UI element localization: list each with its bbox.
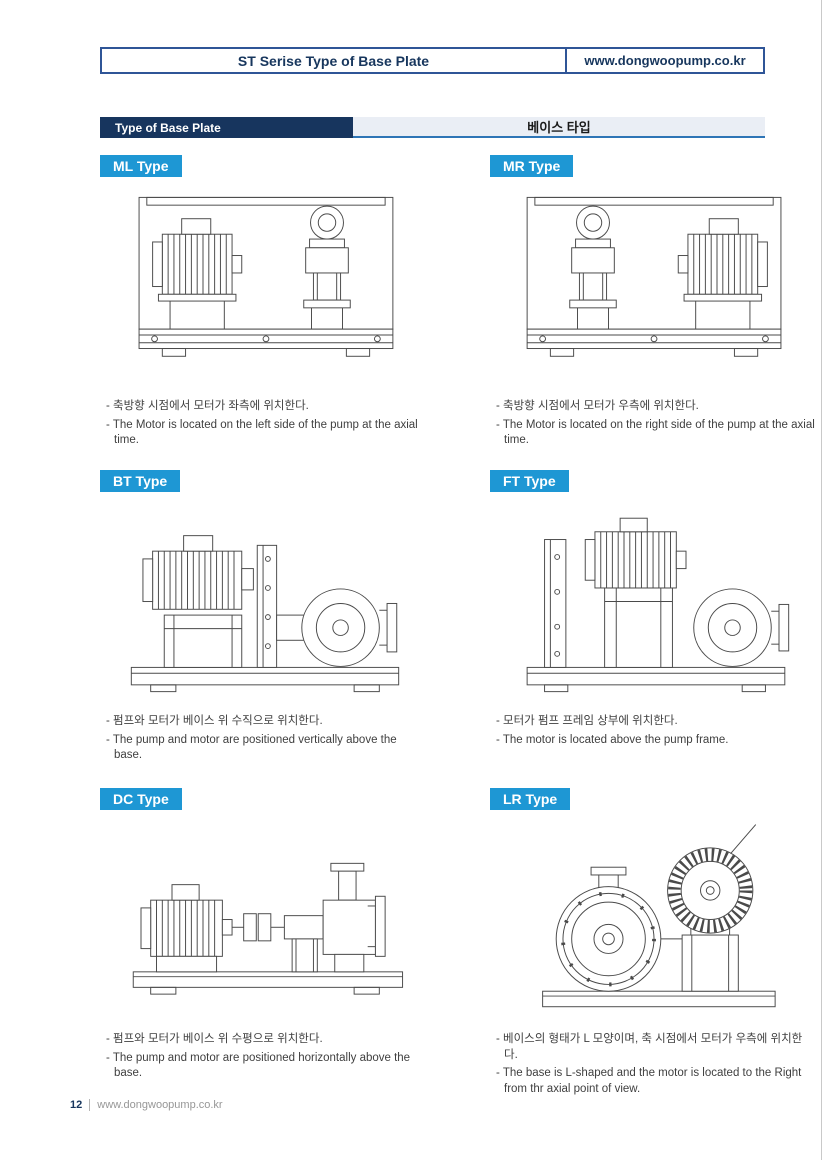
ft-pump-drawing-svg	[526, 517, 790, 692]
mr-descriptions: - 축방향 시점에서 모터가 우측에 위치한다. - The Motor is …	[490, 399, 815, 449]
lr-type-drawing	[490, 814, 820, 1026]
footer-website-link[interactable]: www.dongwoopump.co.kr	[97, 1099, 223, 1111]
dc-desc-en: - The pump and motor are positioned hori…	[106, 1051, 411, 1080]
ml-descriptions: - 축방향 시점에서 모터가 좌측에 위치한다. - The Motor is …	[100, 399, 425, 449]
mr-desc-en: - The Motor is located on the right side…	[496, 418, 815, 447]
dc-desc-ko: - 펌프와 모터가 베이스 위 수평으로 위치한다.	[106, 1033, 323, 1045]
type-badge-lr: LR Type	[490, 788, 571, 810]
lr-descriptions: - 베이스의 형태가 L 모양이며, 축 시점에서 모터가 우측에 위치한다. …	[490, 1032, 815, 1097]
lr-pump-drawing-svg	[542, 823, 776, 1007]
bt-descriptions: - 펌프와 모터가 베이스 위 수직으로 위치한다. - The pump an…	[100, 714, 425, 764]
bt-desc-en: - The pump and motor are positioned vert…	[106, 733, 397, 762]
type-card-dc: DC Type	[100, 788, 440, 1085]
type-badge-dc: DC Type	[100, 788, 182, 810]
ft-descriptions: - 모터가 펌프 프레임 상부에 위치한다. - The motor is lo…	[490, 714, 815, 748]
mr-desc-ko: - 축방향 시점에서 모터가 우측에 위치한다.	[496, 400, 699, 412]
page-header: ST Serise Type of Base Plate www.dongwoo…	[100, 47, 765, 74]
page-title: ST Serise Type of Base Plate	[102, 49, 567, 72]
section-label-ko: 베이스 타입	[353, 117, 765, 138]
section-label-en: Type of Base Plate	[100, 117, 353, 138]
dc-type-drawing	[100, 814, 430, 1026]
lr-desc-ko: - 베이스의 형태가 L 모양이며, 축 시점에서 모터가 우측에 위치한다.	[496, 1033, 803, 1061]
type-card-bt: BT Type	[100, 470, 440, 767]
mr-pump-drawing-svg	[526, 196, 782, 357]
ml-desc-ko: - 축방향 시점에서 모터가 좌측에 위치한다.	[106, 400, 309, 412]
type-badge-ml: ML Type	[100, 155, 182, 177]
dc-descriptions: - 펌프와 모터가 베이스 위 수평으로 위치한다. - The pump an…	[100, 1032, 425, 1082]
dc-pump-drawing-svg	[132, 862, 404, 995]
type-card-ft: FT Type	[490, 470, 830, 751]
page-edge-line	[821, 0, 822, 1160]
footer-divider	[89, 1099, 91, 1111]
type-badge-mr: MR Type	[490, 155, 574, 177]
ml-pump-drawing-svg	[138, 196, 394, 357]
bt-desc-ko: - 펌프와 모터가 베이스 위 수직으로 위치한다.	[106, 715, 323, 727]
type-card-ml: ML Type	[100, 155, 440, 452]
ft-desc-en: - The motor is located above the pump fr…	[496, 733, 729, 746]
lr-desc-en: - The base is L-shaped and the motor is …	[496, 1067, 802, 1095]
header-website-link[interactable]: www.dongwoopump.co.kr	[584, 53, 746, 68]
type-badge-ft: FT Type	[490, 470, 569, 492]
type-card-mr: MR Type	[490, 155, 830, 452]
section-bar: Type of Base Plate 베이스 타입	[100, 117, 765, 138]
ft-desc-ko: - 모터가 펌프 프레임 상부에 위치한다.	[496, 715, 678, 727]
bt-pump-drawing-svg	[130, 534, 400, 692]
page-footer: 12 www.dongwoopump.co.kr	[70, 1099, 223, 1111]
ml-type-drawing	[100, 181, 430, 393]
type-badge-bt: BT Type	[100, 470, 181, 492]
bt-type-drawing	[100, 496, 430, 708]
ml-desc-en: - The Motor is located on the left side …	[106, 418, 418, 447]
mr-type-drawing	[490, 181, 820, 393]
ft-type-drawing	[490, 496, 820, 708]
page-number: 12	[70, 1099, 83, 1111]
type-card-lr: LR Type	[490, 788, 830, 1100]
